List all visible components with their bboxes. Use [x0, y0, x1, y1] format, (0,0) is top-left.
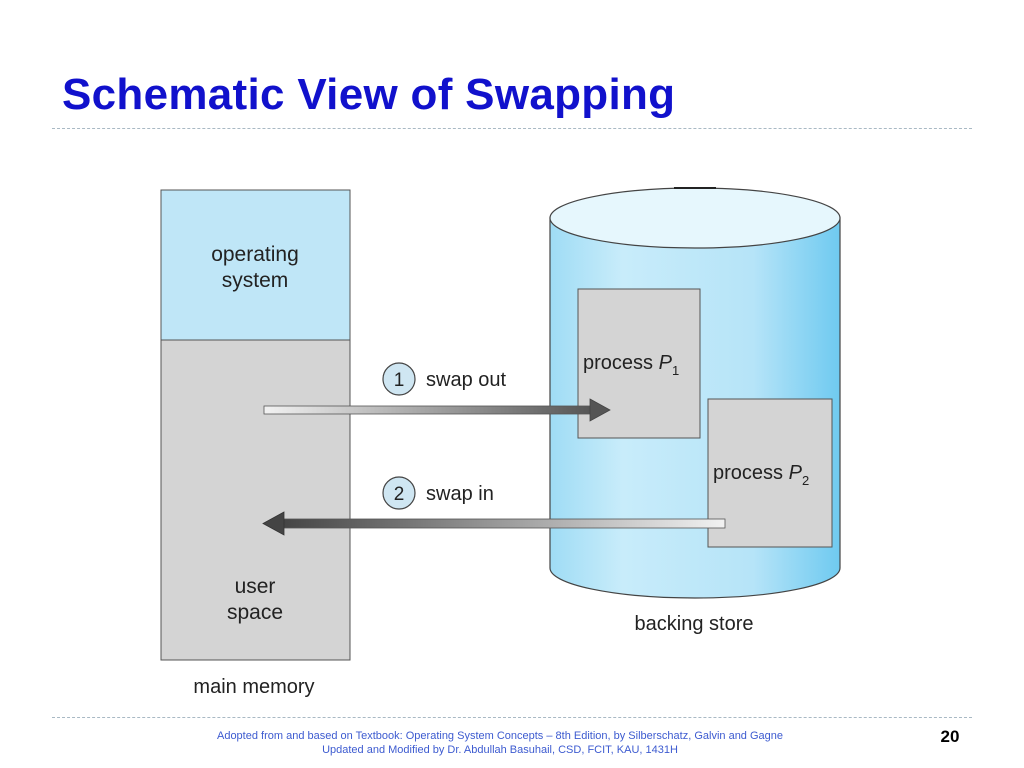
step-2-label: swap in: [426, 483, 494, 505]
step-2-number: 2: [394, 484, 405, 505]
step-2-swap-in: 2 swap in: [382, 476, 494, 510]
main-memory: operating system user space main memory: [160, 189, 351, 698]
process-p1-label: process P1: [583, 352, 679, 378]
main-memory-label: main memory: [193, 676, 314, 698]
os-label-line1: operating: [211, 243, 299, 266]
step-1-label: swap out: [426, 369, 506, 391]
footer-line-1: Adopted from and based on Textbook: Oper…: [216, 730, 784, 742]
process-p2: process P2: [707, 398, 833, 548]
footer-line-2: Updated and Modified by Dr. Abdullah Bas…: [322, 744, 678, 756]
footer-citation: Adopted from and based on Textbook: Oper…: [150, 729, 850, 757]
user-space-line2: space: [227, 601, 283, 624]
process-p2-label: process P2: [713, 462, 809, 488]
step-1-number: 1: [394, 370, 405, 391]
step-1-badge: [382, 362, 416, 396]
user-space-line1: user: [235, 575, 276, 598]
step-2-badge: [382, 476, 416, 510]
swap-out-arrow: [263, 398, 611, 422]
page-number: 20: [940, 727, 960, 746]
os-label-line2: system: [222, 269, 289, 292]
user-space-region: [160, 339, 351, 661]
os-region: [160, 189, 351, 341]
slide-title: Schematic View of Swapping: [62, 70, 676, 119]
bottom-divider: [52, 717, 972, 718]
process-p2-box: [707, 398, 833, 548]
swap-in-arrow: [262, 511, 726, 536]
top-divider: [52, 128, 972, 129]
cylinder-top: [549, 187, 841, 249]
step-1-swap-out: 1 swap out: [382, 362, 506, 396]
backing-store-label: backing store: [635, 613, 754, 635]
